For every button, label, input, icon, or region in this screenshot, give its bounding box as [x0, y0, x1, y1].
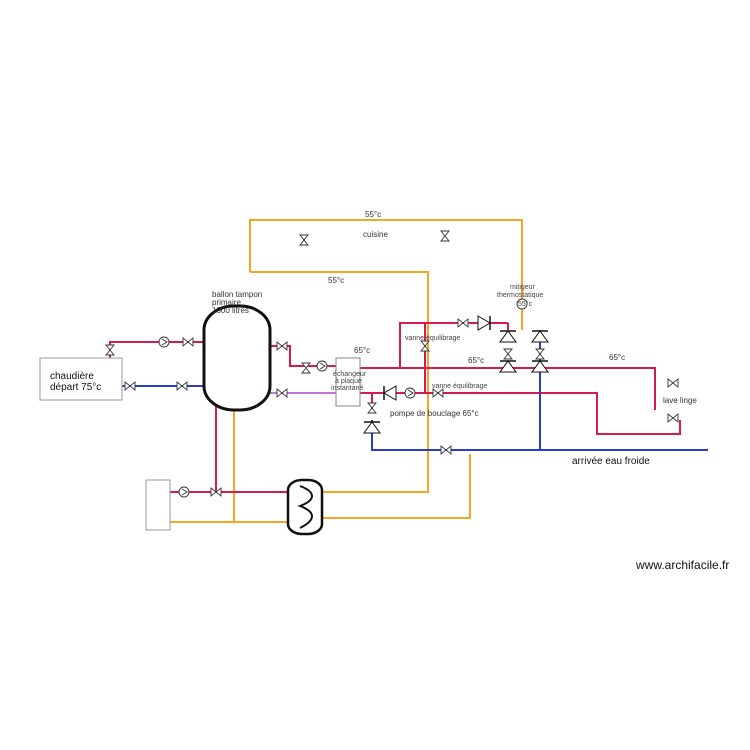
mixer-label: thermostatique: [497, 292, 543, 299]
tank-label: 1000 litres: [212, 306, 249, 315]
exchanger-label: instantané: [331, 385, 363, 392]
tank-label: ballon tampon: [212, 290, 262, 299]
balancing-valve-label: vanne équilibrage: [405, 335, 460, 342]
watermark: www.archifacile.fr: [635, 558, 729, 572]
temp-label: 65°c: [354, 346, 370, 355]
balancing-valve-label: vanne équilibrage: [432, 383, 487, 390]
tank-label: primaire: [212, 298, 241, 307]
tank-coil: [297, 485, 313, 529]
exchanger-label: échangeur: [333, 371, 367, 378]
temp-label: 55°c: [518, 300, 533, 308]
pumps: [158, 336, 416, 498]
temp-label: 55°c: [328, 276, 344, 285]
mixer-valve: [516, 298, 528, 310]
boiler-label: chaudière: [50, 371, 94, 382]
mixer-label: mitigeur: [510, 284, 536, 291]
hot-water-tank: [286, 478, 324, 536]
plate-exchanger: [335, 357, 361, 407]
cuisine-label: cuisine: [363, 230, 388, 239]
washing-machine-label: lave linge: [663, 396, 697, 405]
temp-label: 55°c: [365, 210, 381, 219]
boiler-label: départ 75°c: [50, 382, 101, 393]
temp-label: 65°c: [468, 356, 484, 365]
circulation-pump-label: pompe de bouclage 65°c: [390, 409, 479, 418]
kitchen-loop-pipes: [170, 219, 523, 523]
boiler-box: [39, 357, 123, 401]
pump-box: [145, 479, 171, 531]
temp-label: 65°c: [609, 353, 625, 362]
buffer-tank: [202, 304, 272, 412]
cold-water-label: arrivée eau froide: [572, 456, 650, 467]
exchanger-label: à plaque: [335, 378, 362, 385]
